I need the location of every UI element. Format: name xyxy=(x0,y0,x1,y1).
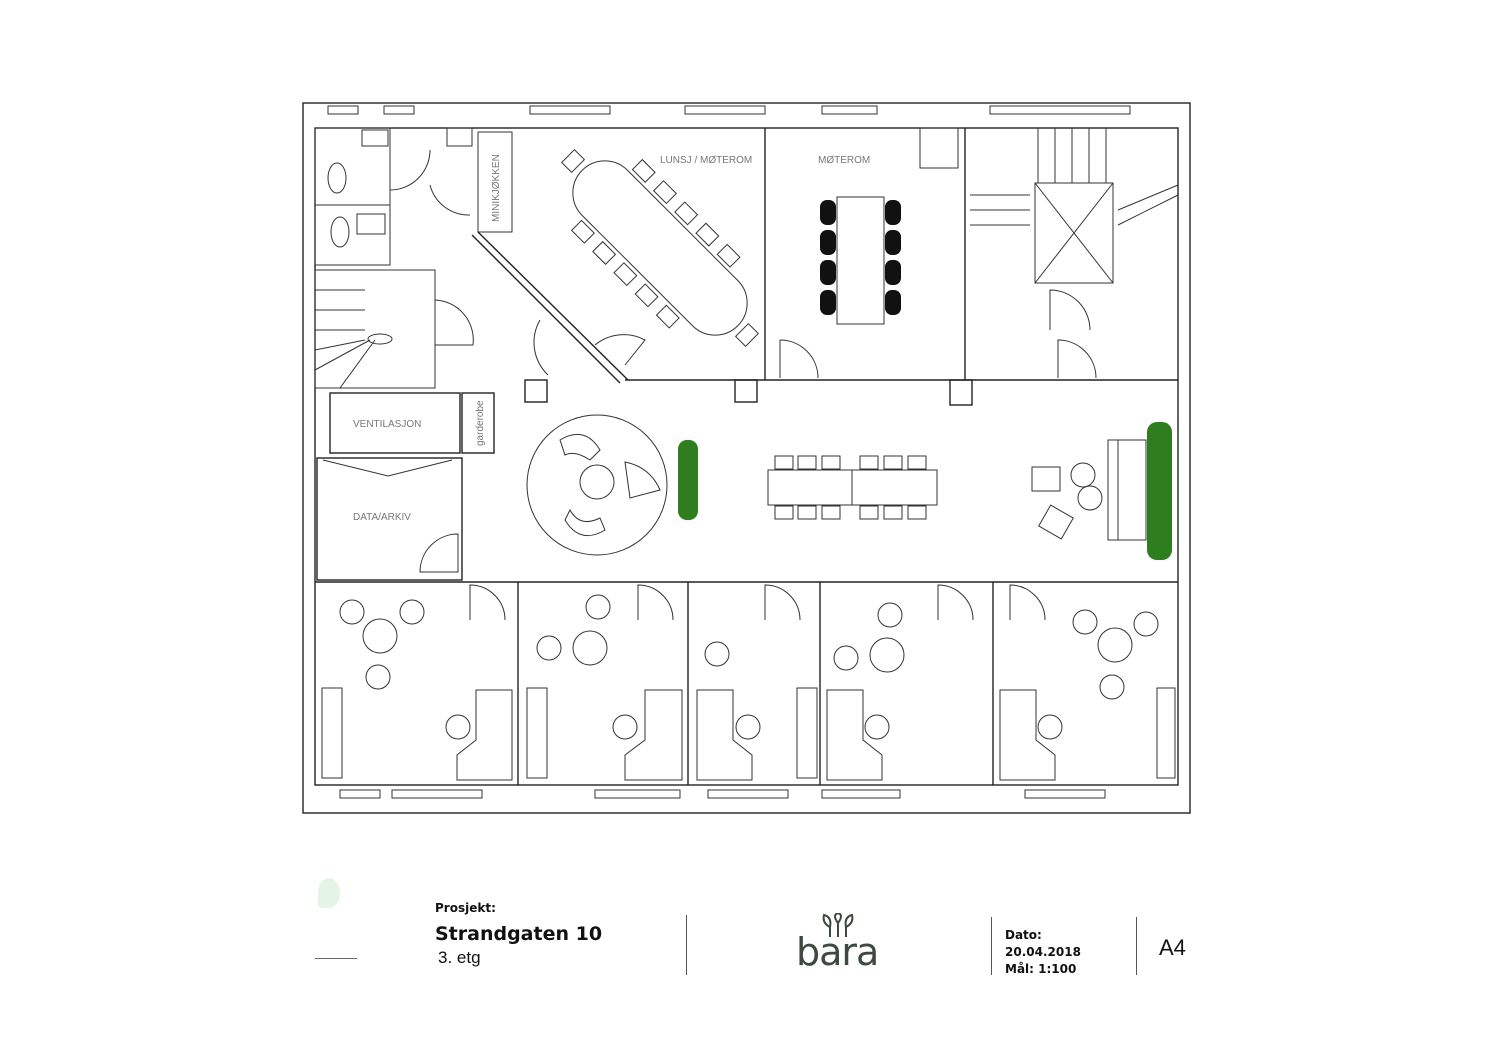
sliding-door xyxy=(322,459,453,477)
pillar xyxy=(524,379,548,403)
project-label: Prosjekt: xyxy=(435,901,496,915)
long-table xyxy=(767,455,938,520)
inner-wall xyxy=(314,127,1179,786)
door-swing xyxy=(533,319,549,376)
divider xyxy=(686,915,687,975)
windows xyxy=(327,105,1131,799)
divider xyxy=(1136,917,1137,975)
divider xyxy=(991,917,992,975)
datarkiv-room xyxy=(316,457,463,581)
outer-wall xyxy=(302,102,1191,814)
door-swing xyxy=(779,339,819,379)
paper-size: A4 xyxy=(1159,935,1186,960)
minikjokken-counter xyxy=(477,131,513,233)
door-swing xyxy=(419,533,459,573)
round-lounge xyxy=(526,414,668,556)
plant-right xyxy=(1147,422,1172,560)
room-label-garderobe: garderobe xyxy=(475,400,486,446)
room-label-datarkiv: DATA/ARKIV xyxy=(353,512,411,523)
office-furniture xyxy=(321,584,1176,781)
diagonal-wall-inner xyxy=(471,234,621,384)
bara-logo-text: bara xyxy=(796,930,879,974)
sofa-lounge xyxy=(1031,439,1147,541)
black-chairs xyxy=(820,200,901,315)
project-name: Strandgaten 10 xyxy=(435,923,603,945)
shaft xyxy=(919,127,959,169)
scale-value: Mål: 1:100 xyxy=(1005,962,1077,976)
garderobe-room xyxy=(461,392,495,454)
diagonal-wall xyxy=(477,231,629,381)
bara-logo-icon xyxy=(822,913,854,937)
floor-label: 3. etg xyxy=(438,948,481,967)
room-label-ventilasjon: VENTILASJON xyxy=(353,419,421,430)
leaf-mark xyxy=(318,878,340,908)
plant-left xyxy=(678,440,698,520)
stairs-left xyxy=(314,269,474,389)
room-label-minikjokken: MINIKJØKKEN xyxy=(491,154,502,222)
ventilasjon-room xyxy=(329,392,461,454)
room-label-moterom: MØTEROM xyxy=(818,155,870,166)
door-swing xyxy=(594,334,646,366)
office-dividers xyxy=(517,582,994,785)
room-label-lunsj: LUNSJ / MØTEROM xyxy=(660,155,752,166)
pillar xyxy=(734,379,758,403)
pillar xyxy=(949,379,973,406)
divider xyxy=(315,958,357,959)
date-value: 20.04.2018 xyxy=(1005,945,1081,959)
stairs-elevator xyxy=(970,128,1179,379)
meeting-table xyxy=(836,196,885,325)
wc-area xyxy=(314,127,473,266)
date-label: Dato: xyxy=(1005,928,1042,942)
chairs xyxy=(561,149,759,347)
